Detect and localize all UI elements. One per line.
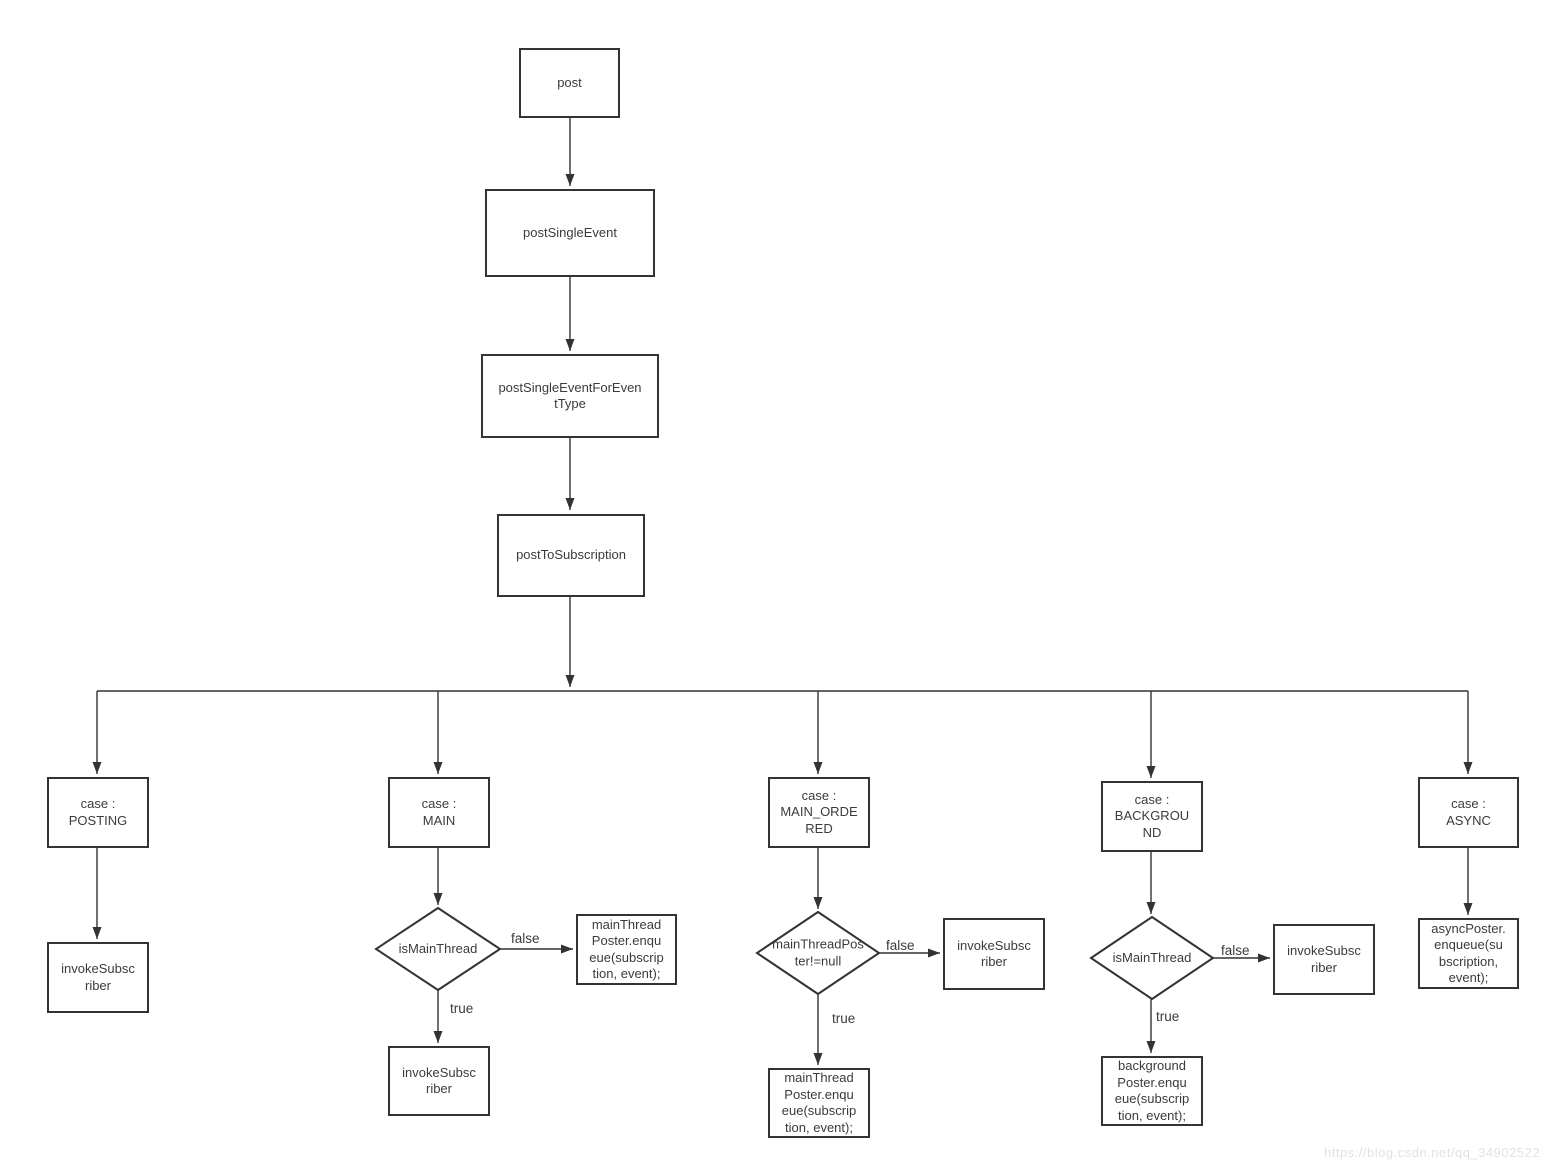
edge-label-main-ordered-true: true [832,1011,856,1026]
node-case-background: case : BACKGROU ND [1101,781,1203,852]
node-case-posting: case : POSTING [47,777,149,848]
node-async-poster-enqueue: asyncPoster. enqueue(su bscription, even… [1418,918,1519,989]
node-case-main-ordered: case : MAIN_ORDE RED [768,777,870,848]
node-post-single-event: postSingleEvent [485,189,655,277]
node-post: post [519,48,620,118]
node-case-async: case : ASYNC [1418,777,1519,848]
edge-label-background-false: false [1221,943,1250,958]
edge-label-main-ordered-false: false [886,938,915,953]
node-background-poster-enqueue: background Poster.enqu eue(subscrip tion… [1101,1056,1203,1126]
edge-label-background-true: true [1156,1009,1180,1024]
edge-label-main-false: false [511,931,540,946]
decision-is-main-thread-background-shape [1089,915,1215,1001]
node-post-to-subscription: postToSubscription [497,514,645,597]
node-invoke-subscriber-posting: invokeSubsc riber [47,942,149,1013]
csdn-watermark: https://blog.csdn.net/qq_34902522 [1324,1145,1540,1160]
decision-is-main-thread-background-label: isMainThread [1112,949,1192,965]
node-invoke-subscriber-main-ordered-false: invokeSubsc riber [943,918,1045,990]
decision-main-thread-poster-not-null-shape [755,910,881,996]
node-case-main: case : MAIN [388,777,490,848]
node-main-thread-poster-enqueue-false: mainThread Poster.enqu eue(subscrip tion… [576,914,677,985]
node-invoke-subscriber-background-false: invokeSubsc riber [1273,924,1375,995]
edge-label-main-true: true [450,1001,474,1016]
decision-main-thread-poster-not-null-label: mainThreadPos ter!=null [772,936,864,969]
node-invoke-subscriber-main-true: invokeSubsc riber [388,1046,490,1116]
decision-is-main-thread-main-shape [374,906,502,992]
node-main-thread-poster-enqueue-true: mainThread Poster.enqu eue(subscrip tion… [768,1068,870,1138]
decision-is-main-thread-main-label: isMainThread [398,940,478,956]
node-post-single-event-for-event-type: postSingleEventForEven tType [481,354,659,438]
